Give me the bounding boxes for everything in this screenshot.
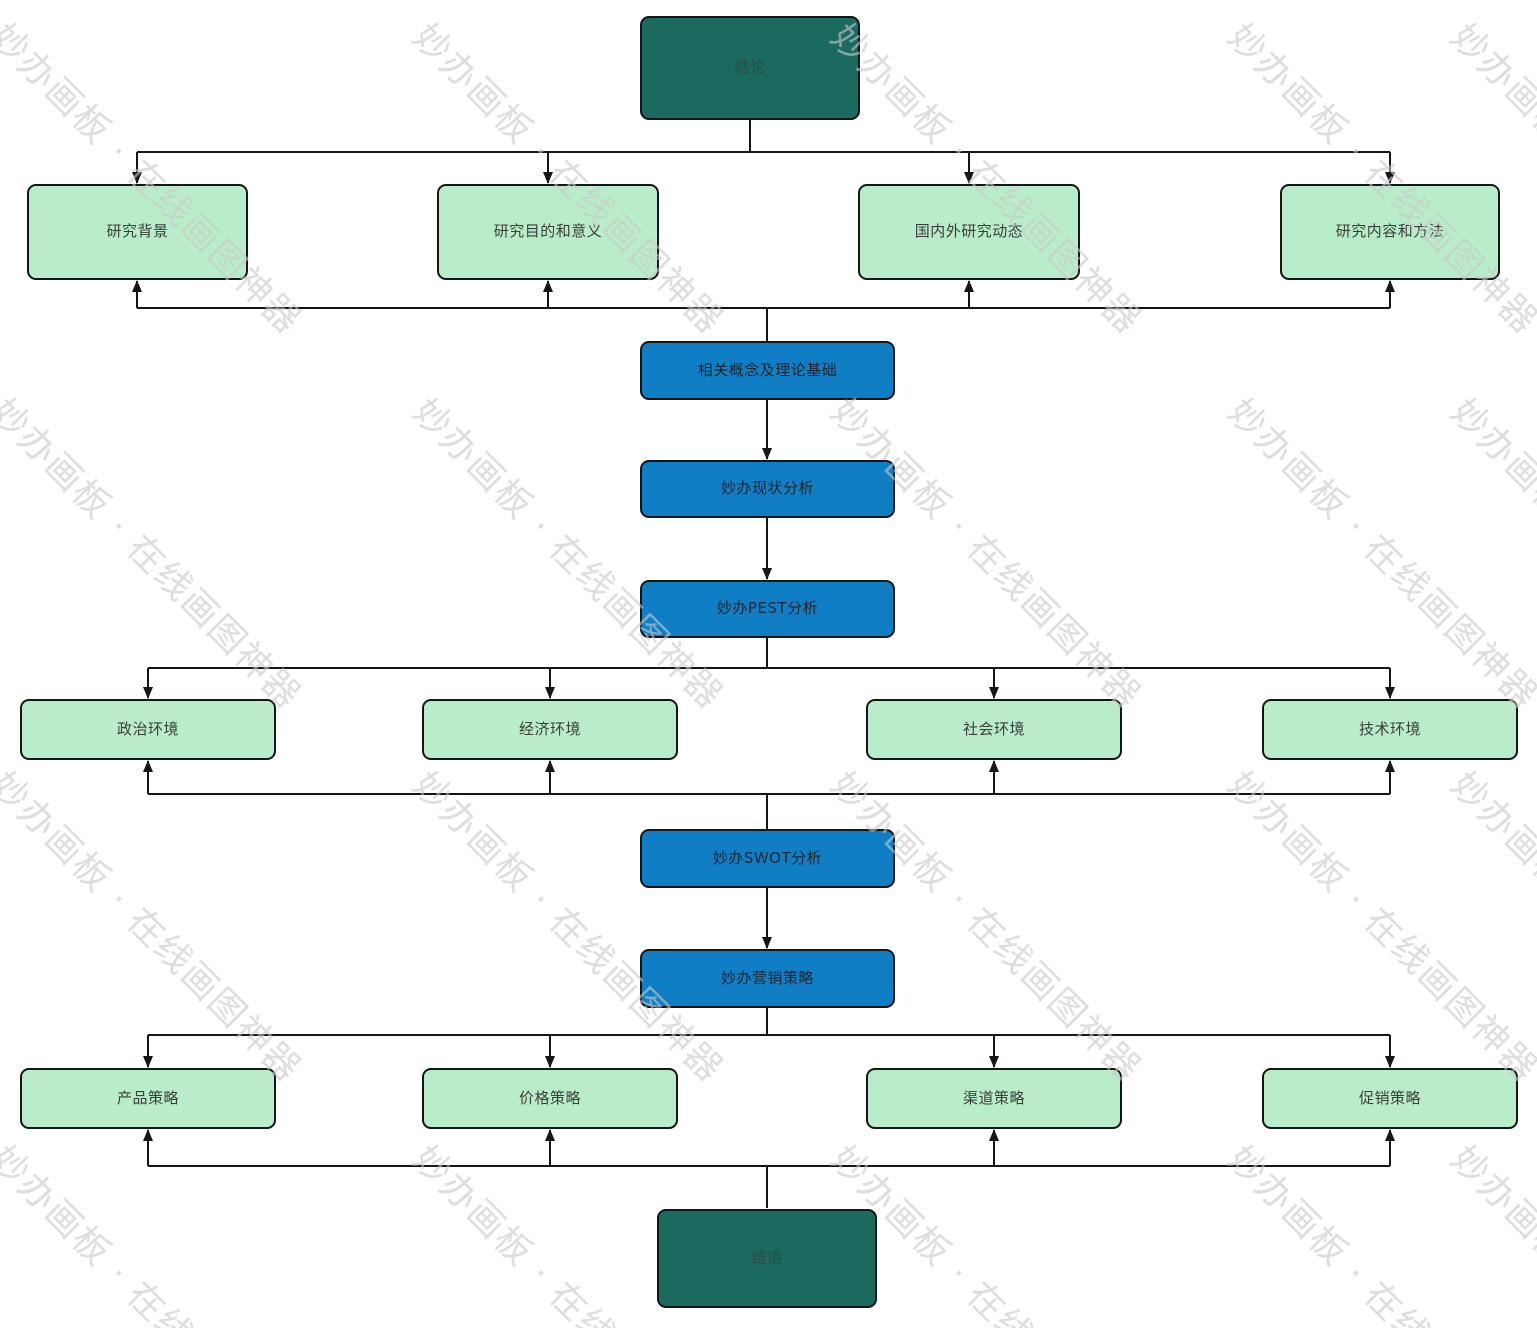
edges-marketing-fanout <box>143 1034 1395 1068</box>
node-tech-env-label: 技术环境 <box>1358 719 1421 738</box>
node-research-methods-label: 研究内容和方法 <box>1335 222 1445 241</box>
node-swot-analysis-label: 妙办SWOT分析 <box>712 848 823 867</box>
node-research-trends: 国内外研究动态 <box>858 184 1080 280</box>
node-research-purpose: 研究目的和意义 <box>437 184 659 280</box>
node-political-env-label: 政治环境 <box>116 719 179 738</box>
node-price-strategy-label: 价格策略 <box>518 1088 581 1107</box>
node-tech-env: 技术环境 <box>1262 699 1518 760</box>
node-conclusion: 结论 <box>640 16 860 120</box>
node-political-env: 政治环境 <box>20 699 276 760</box>
node-conclusion-label: 结论 <box>734 58 766 77</box>
node-marketing-strategy-label: 妙办营销策略 <box>720 968 814 987</box>
node-research-background: 研究背景 <box>27 184 248 280</box>
node-status-analysis-label: 妙办现状分析 <box>720 479 814 498</box>
node-product-strategy-label: 产品策略 <box>116 1088 179 1107</box>
node-epilogue: 结语 <box>657 1209 877 1308</box>
node-pest-analysis: 妙办PEST分析 <box>640 580 895 638</box>
node-marketing-strategy: 妙办营销策略 <box>640 949 895 1008</box>
edges-swot-fanin <box>143 760 1395 829</box>
edges-epilogue-fanin <box>143 1129 1395 1208</box>
node-status-analysis: 妙办现状分析 <box>640 460 895 518</box>
node-channel-strategy: 渠道策略 <box>866 1068 1122 1129</box>
node-social-env-label: 社会环境 <box>962 719 1025 738</box>
node-economic-env-label: 经济环境 <box>518 719 581 738</box>
node-concepts-theory: 相关概念及理论基础 <box>640 341 895 400</box>
node-epilogue-label: 结语 <box>751 1248 783 1267</box>
node-economic-env: 经济环境 <box>422 699 678 760</box>
edges-theory-fanin <box>132 280 1395 341</box>
node-research-purpose-label: 研究目的和意义 <box>493 222 603 241</box>
node-price-strategy: 价格策略 <box>422 1068 678 1129</box>
edges-conclusion-fanout <box>132 120 1395 184</box>
node-promotion-strategy-label: 促销策略 <box>1358 1088 1421 1107</box>
node-research-methods: 研究内容和方法 <box>1280 184 1500 280</box>
edges-pest-fanout <box>143 667 1395 699</box>
node-swot-analysis: 妙办SWOT分析 <box>640 829 895 888</box>
node-product-strategy: 产品策略 <box>20 1068 276 1129</box>
node-concepts-theory-label: 相关概念及理论基础 <box>697 360 838 379</box>
node-pest-analysis-label: 妙办PEST分析 <box>716 599 819 618</box>
node-research-trends-label: 国内外研究动态 <box>914 222 1024 241</box>
node-promotion-strategy: 促销策略 <box>1262 1068 1518 1129</box>
node-social-env: 社会环境 <box>866 699 1122 760</box>
node-research-background-label: 研究背景 <box>106 222 169 241</box>
node-channel-strategy-label: 渠道策略 <box>962 1088 1025 1107</box>
